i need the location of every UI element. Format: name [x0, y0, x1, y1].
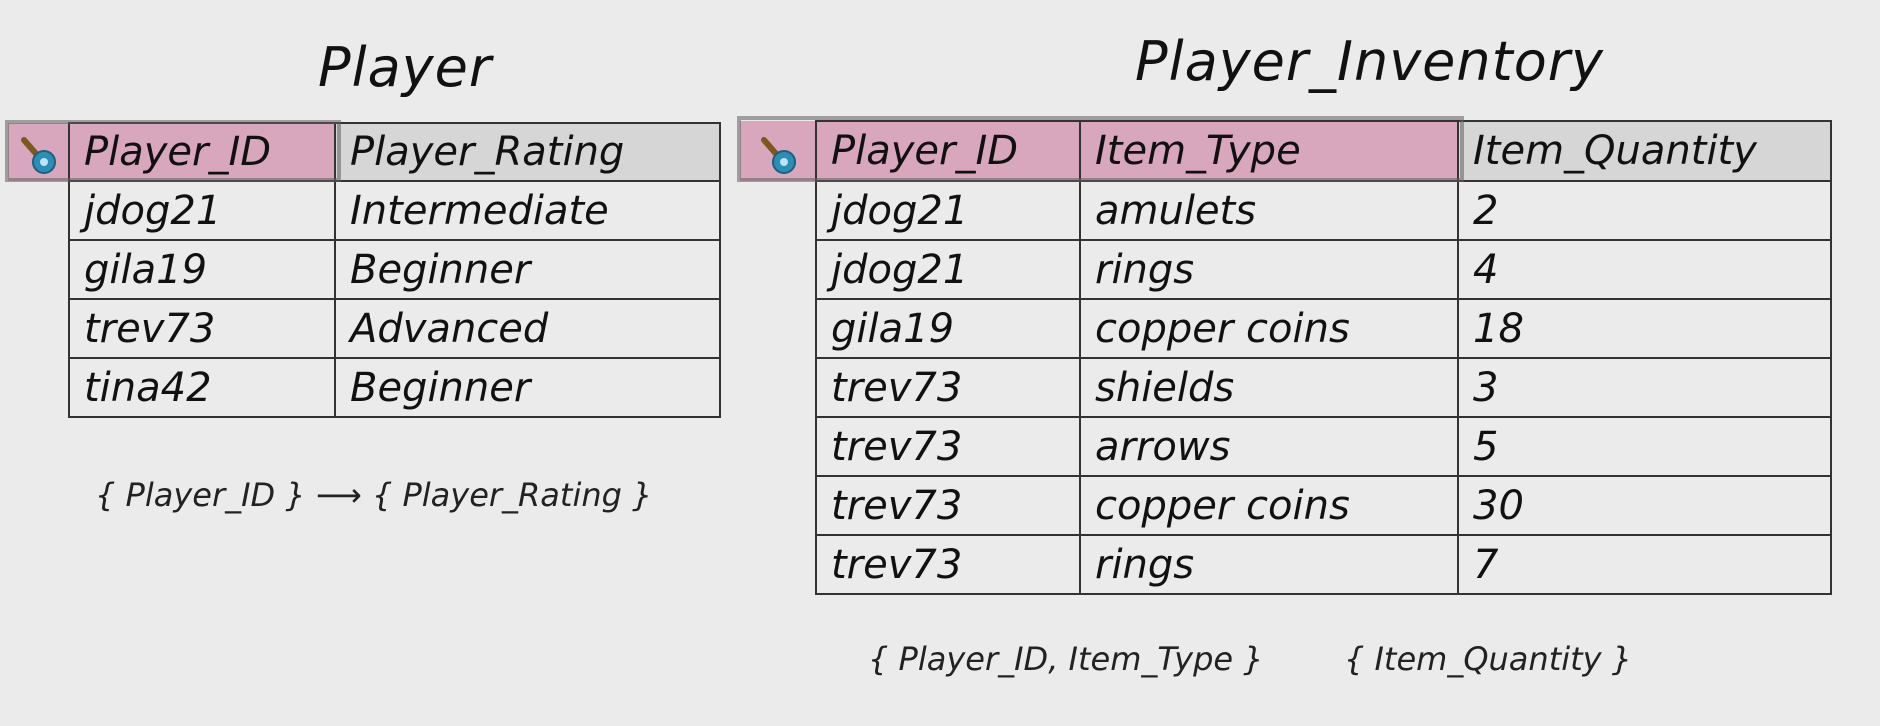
fd-rhs: { Player_Rating } [371, 476, 653, 514]
row-spacer [8, 299, 69, 358]
row-spacer [740, 535, 816, 594]
cell-player-rating: Beginner [334, 239, 721, 300]
cell-player-rating: Intermediate [334, 180, 721, 241]
table-row: gila19 copper coins 18 [740, 298, 1832, 359]
table-row: trev73 rings 7 [740, 534, 1832, 595]
table-row: jdog21 rings 4 [740, 239, 1832, 300]
cell-player-id: trev73 [815, 357, 1081, 418]
table-row: tina42 Beginner [8, 357, 721, 418]
cell-item-quantity: 5 [1457, 416, 1832, 477]
table-row: trev73 shields 3 [740, 357, 1832, 418]
cell-item-type: amulets [1079, 180, 1459, 241]
inventory-header-player-id: Player_ID [815, 120, 1081, 182]
cell-item-quantity: 4 [1457, 239, 1832, 300]
inventory-header-row: Player_ID Item_Type Item_Quantity [740, 120, 1832, 182]
table-row: trev73 Advanced [8, 298, 721, 359]
key-icon [21, 137, 56, 174]
cell-player-id: trev73 [815, 475, 1081, 536]
player-table: Player_ID Player_Rating jdog21 Intermedi… [8, 122, 721, 418]
cell-player-id: jdog21 [68, 180, 336, 241]
inventory-header-item-quantity: Item_Quantity [1457, 120, 1832, 182]
cell-player-rating: Advanced [334, 298, 721, 359]
player-header-player-rating: Player_Rating [334, 122, 721, 182]
table-row: jdog21 Intermediate [8, 180, 721, 241]
row-spacer [740, 299, 816, 358]
cell-player-id: trev73 [815, 416, 1081, 477]
cell-player-id: trev73 [815, 534, 1081, 595]
primary-key-cell [740, 121, 816, 181]
cell-player-id: gila19 [815, 298, 1081, 359]
cell-item-type: copper coins [1079, 475, 1459, 536]
row-spacer [8, 358, 69, 417]
table-row: trev73 arrows 5 [740, 416, 1832, 477]
cell-player-id: gila19 [68, 239, 336, 300]
row-spacer [740, 417, 816, 476]
cell-player-rating: Beginner [334, 357, 721, 418]
table-row: trev73 copper coins 30 [740, 475, 1832, 536]
cell-item-quantity: 2 [1457, 180, 1832, 241]
player-table-title: Player [318, 36, 493, 99]
cell-player-id: jdog21 [815, 180, 1081, 241]
cell-item-type: rings [1079, 239, 1459, 300]
row-spacer [740, 358, 816, 417]
fd-lhs: { Player_ID, Item_Type } [868, 640, 1264, 678]
fd-lhs: { Player_ID } [95, 476, 306, 514]
cell-player-id: trev73 [68, 298, 336, 359]
cell-item-quantity: 7 [1457, 534, 1832, 595]
inventory-table: Player_ID Item_Type Item_Quantity jdog21… [740, 120, 1832, 595]
cell-player-id: tina42 [68, 357, 336, 418]
fd-rhs: { Item_Quantity } [1343, 640, 1633, 678]
cell-item-type: shields [1079, 357, 1459, 418]
row-spacer [740, 181, 816, 240]
table-row: jdog21 amulets 2 [740, 180, 1832, 241]
fd-arrow: ⟶ [315, 476, 362, 514]
inventory-table-title: Player_Inventory [1135, 30, 1604, 93]
row-spacer [740, 240, 816, 299]
player-header-row: Player_ID Player_Rating [8, 122, 721, 182]
row-spacer [8, 181, 69, 240]
table-row: gila19 Beginner [8, 239, 721, 300]
cell-item-quantity: 30 [1457, 475, 1832, 536]
cell-item-type: arrows [1079, 416, 1459, 477]
cell-item-quantity: 18 [1457, 298, 1832, 359]
row-spacer [8, 240, 69, 299]
key-icon [761, 137, 796, 174]
player-functional-dependency: { Player_ID } ⟶ { Player_Rating } [95, 476, 652, 514]
cell-item-type: rings [1079, 534, 1459, 595]
row-spacer [740, 476, 816, 535]
player-header-player-id: Player_ID [68, 122, 336, 182]
inventory-functional-dependency: { Player_ID, Item_Type } { Item_Quantity… [868, 640, 1632, 678]
primary-key-cell [8, 123, 69, 181]
cell-item-type: copper coins [1079, 298, 1459, 359]
cell-item-quantity: 3 [1457, 357, 1832, 418]
inventory-header-item-type: Item_Type [1079, 120, 1459, 182]
cell-player-id: jdog21 [815, 239, 1081, 300]
